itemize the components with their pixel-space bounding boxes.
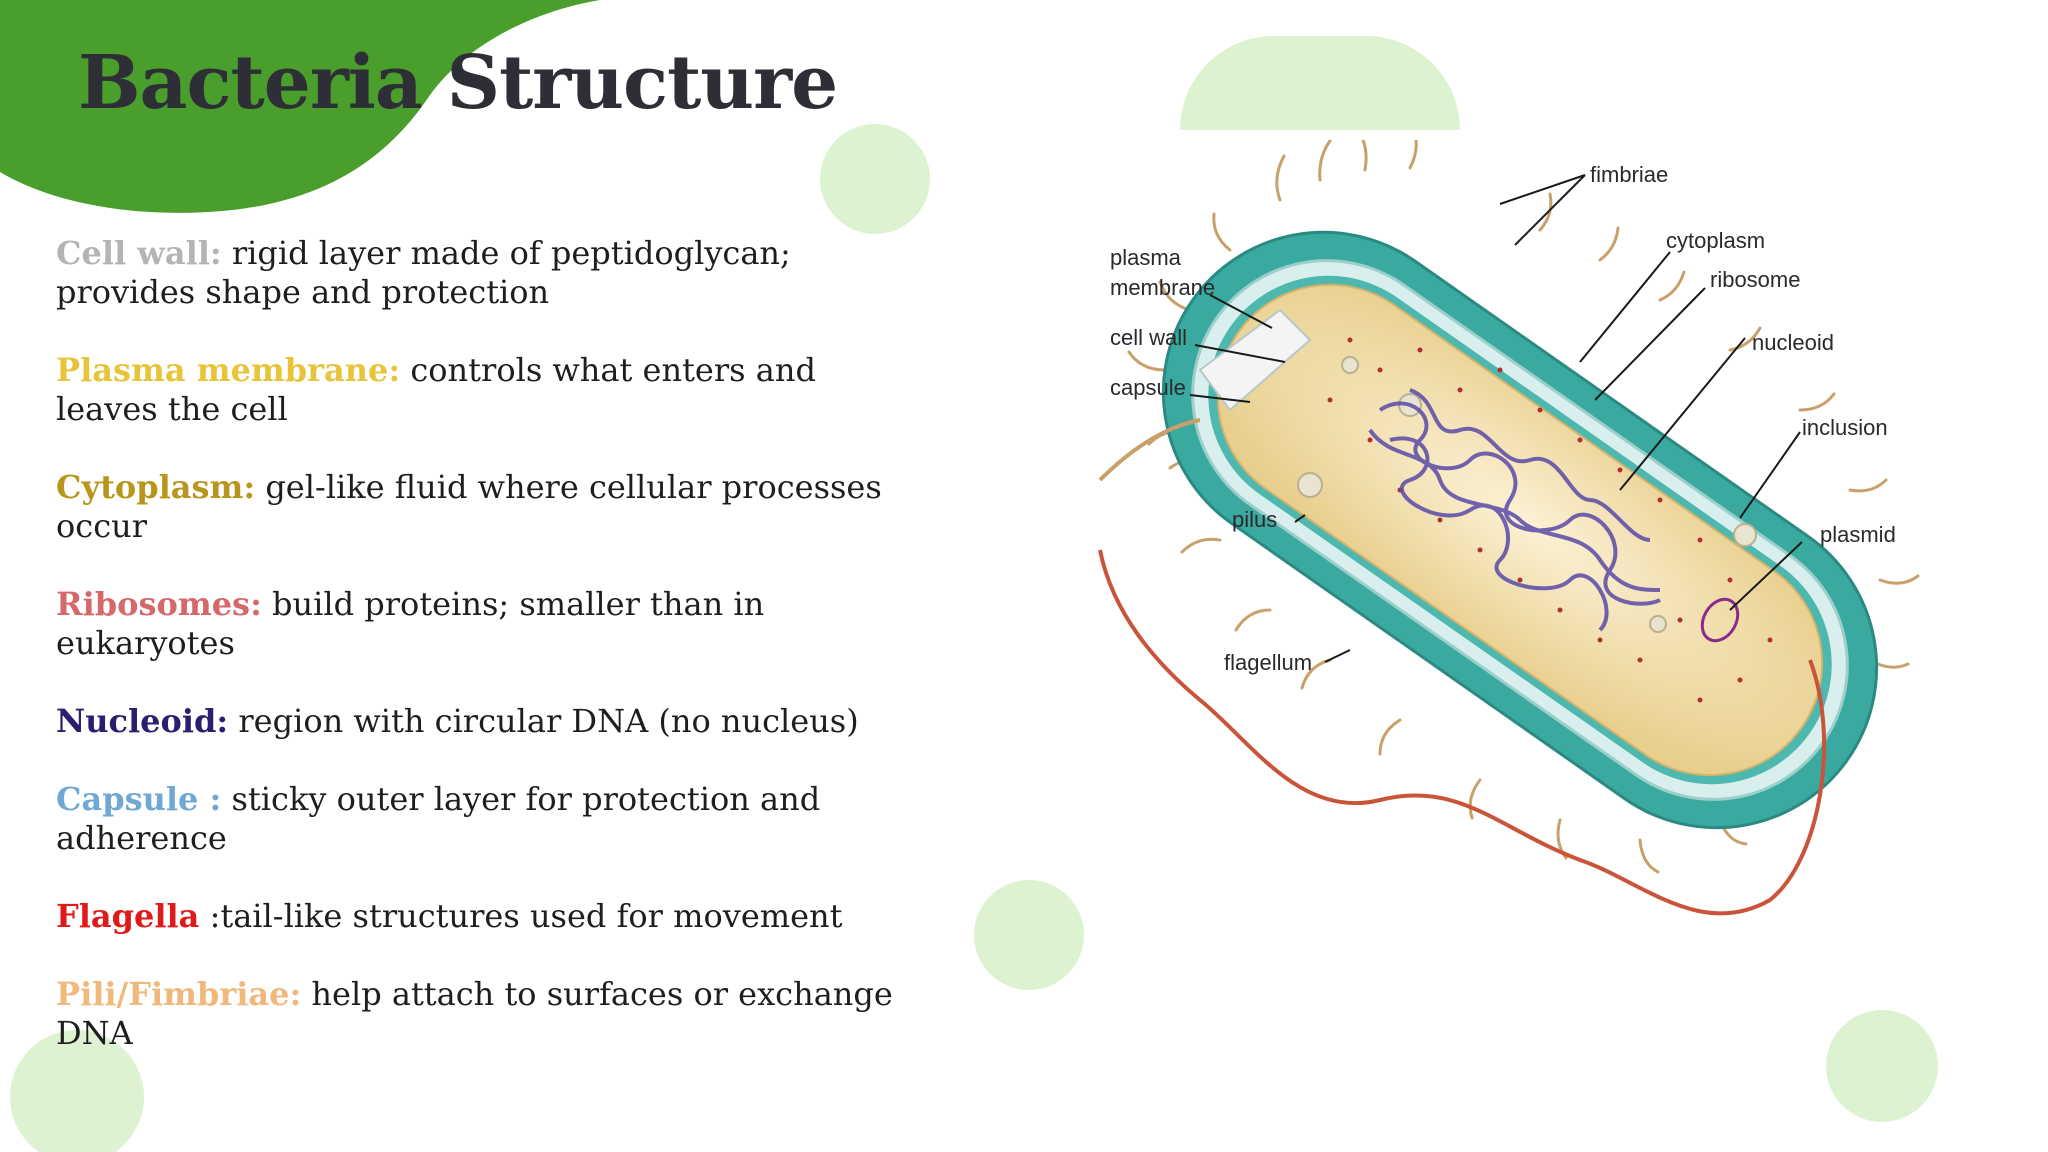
term-flagella: Flagella [56,897,200,935]
plasmid-ring [1700,597,1740,643]
header-blob [0,0,600,213]
decor-circle [1826,1010,1938,1122]
term-capsule: Capsule : [56,780,222,818]
definition-text: build proteins; smaller than in eukaryot… [56,585,765,662]
decor-half-circle [1180,36,1460,130]
label-capsule: capsule [1110,375,1186,400]
slide-title: Bacteria Structure [78,40,838,126]
decor-circle [974,880,1084,990]
label-fimbriae: fimbriae [1590,162,1668,187]
definition-item: Flagella :tail-like structures used for … [56,897,926,936]
definition-text: help attach to surfaces or exchange DNA [56,975,893,1052]
term-nucleoid: Nucleoid: [56,702,229,740]
label-cell-wall: cell wall [1110,325,1187,350]
label-cytoplasm: cytoplasm [1666,228,1765,253]
leader-lines [1189,174,1803,663]
term-ribosomes: Ribosomes: [56,585,262,623]
inclusion-granules [1297,356,1757,633]
pilus-strand [1098,418,1201,482]
definition-item: Nucleoid: region with circular DNA (no n… [56,702,926,741]
definition-text: :tail-like structures used for movement [199,897,843,935]
definition-item: Capsule : sticky outer layer for protect… [56,780,926,858]
label-plasmid: plasmid [1820,522,1896,547]
label-plasma-membrane-1: plasma [1110,245,1182,270]
definition-text: gel-like fluid where cellular processes … [56,468,882,545]
definition-list: Cell wall: rigid layer made of peptidogl… [56,234,926,1053]
definition-item: Cell wall: rigid layer made of peptidogl… [56,234,926,312]
decor-circle [10,1030,144,1152]
term-pili-fimbriae: Pili/Fimbriae: [56,975,302,1013]
definition-item: Cytoplasm: gel-like fluid where cellular… [56,468,926,546]
cutaway-layers [1198,308,1312,412]
term-cell-wall: Cell wall: [56,234,222,272]
label-nucleoid: nucleoid [1752,330,1834,355]
definition-text: region with circular DNA (no nucleus) [228,702,859,740]
definition-item: Ribosomes: build proteins; smaller than … [56,585,926,663]
label-inclusion: inclusion [1802,415,1888,440]
nucleoid-dna [1368,388,1661,632]
flagellum-strand [1098,549,1827,916]
definition-text: controls what enters and leaves the cell [56,351,816,428]
term-plasma-membrane: Plasma membrane: [56,351,401,389]
bacteria-diagram: fimbriae plasma membrane cytoplasm ribos… [1098,140,1920,916]
decor-circle [820,124,930,234]
definition-text: rigid layer made of peptidoglycan; provi… [56,234,791,311]
label-ribosome: ribosome [1710,267,1800,292]
label-pilus: pilus [1232,507,1277,532]
cell-body [1161,230,1879,830]
definition-item: Pili/Fimbriae: help attach to surfaces o… [56,975,926,1053]
label-flagellum: flagellum [1224,650,1312,675]
definition-item: Plasma membrane: controls what enters an… [56,351,926,429]
label-plasma-membrane-2: membrane [1110,275,1215,300]
ribosome-dots [1327,337,1773,703]
term-cytoplasm: Cytoplasm: [56,468,256,506]
definition-text: sticky outer layer for protection and ad… [56,780,821,857]
